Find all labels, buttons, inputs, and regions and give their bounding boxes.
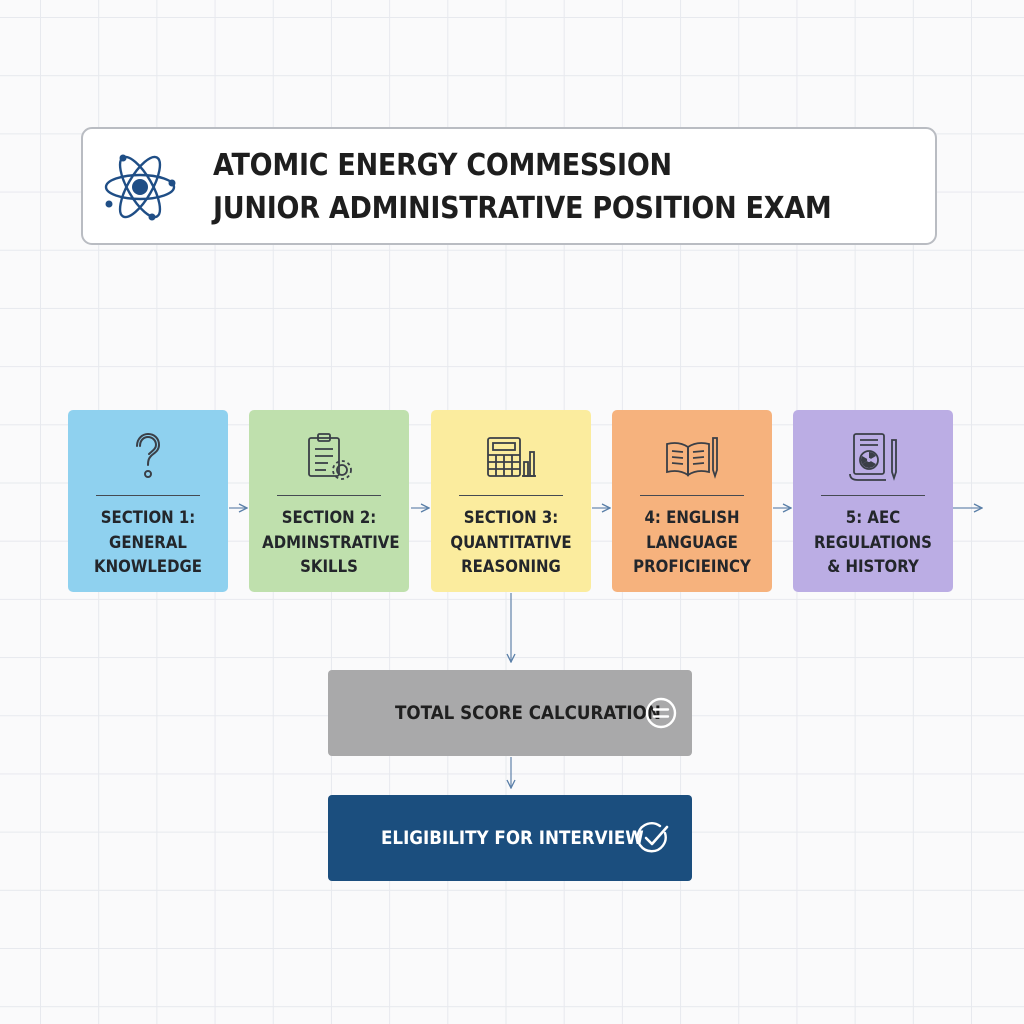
step-section-2-administrative-skills: SECTION 2: ADMINSTRATIVE SKILLS: [249, 410, 409, 592]
step-section-3-quantitative-reasoning: SECTION 3: QUANTITATIVE REASONING: [431, 410, 591, 592]
calculator-chart-icon: [487, 437, 536, 477]
book-pen-icon: [666, 437, 718, 479]
step-label: SECTION 3: QUANTITATIVE REASONING: [450, 508, 572, 577]
check-circle-icon: [636, 822, 669, 853]
step-label: 5: AEC REGULATIONS & HISTORY: [814, 508, 932, 577]
total-score-label: TOTAL SCORE CALCURATION: [395, 702, 661, 724]
exam-title-banner: ATOMIC ENERGY COMMESSION JUNIOR ADMINIST…: [81, 127, 937, 245]
eligibility-box: ELIGIBILITY FOR INTERVIEW: [328, 795, 692, 881]
title-line-1: ATOMIC ENERGY COMMESSION: [213, 148, 672, 183]
step-section-1-general-knowledge: SECTION 1: GENERAL KNOWLEDGE: [68, 410, 228, 592]
step-divider: [277, 495, 381, 496]
step-divider: [96, 495, 200, 496]
question-mark-icon: [136, 432, 161, 478]
scroll-radiation-icon: [849, 433, 897, 481]
atom-icon: [104, 154, 176, 221]
title-line-2: JUNIOR ADMINISTRATIVE POSITION EXAM: [213, 191, 832, 226]
step-divider: [459, 495, 563, 496]
step-label: 4: ENGLISH LANGUAGE PROFICIEINCY: [633, 508, 751, 577]
step-label: SECTION 2: ADMINSTRATIVE SKILLS: [262, 508, 400, 577]
step-divider: [821, 495, 925, 496]
total-score-box: TOTAL SCORE CALCURATION: [328, 670, 692, 756]
eligibility-label: ELIGIBILITY FOR INTERVIEW: [381, 827, 644, 849]
equals-circle-icon: [645, 697, 677, 729]
step-divider: [640, 495, 744, 496]
step-section-4-english-language: 4: ENGLISH LANGUAGE PROFICIEINCY: [612, 410, 772, 592]
clipboard-gear-icon: [308, 433, 352, 480]
step-label: SECTION 1: GENERAL KNOWLEDGE: [93, 508, 202, 577]
step-section-5-aec-regulations-history: 5: AEC REGULATIONS & HISTORY: [793, 410, 953, 592]
